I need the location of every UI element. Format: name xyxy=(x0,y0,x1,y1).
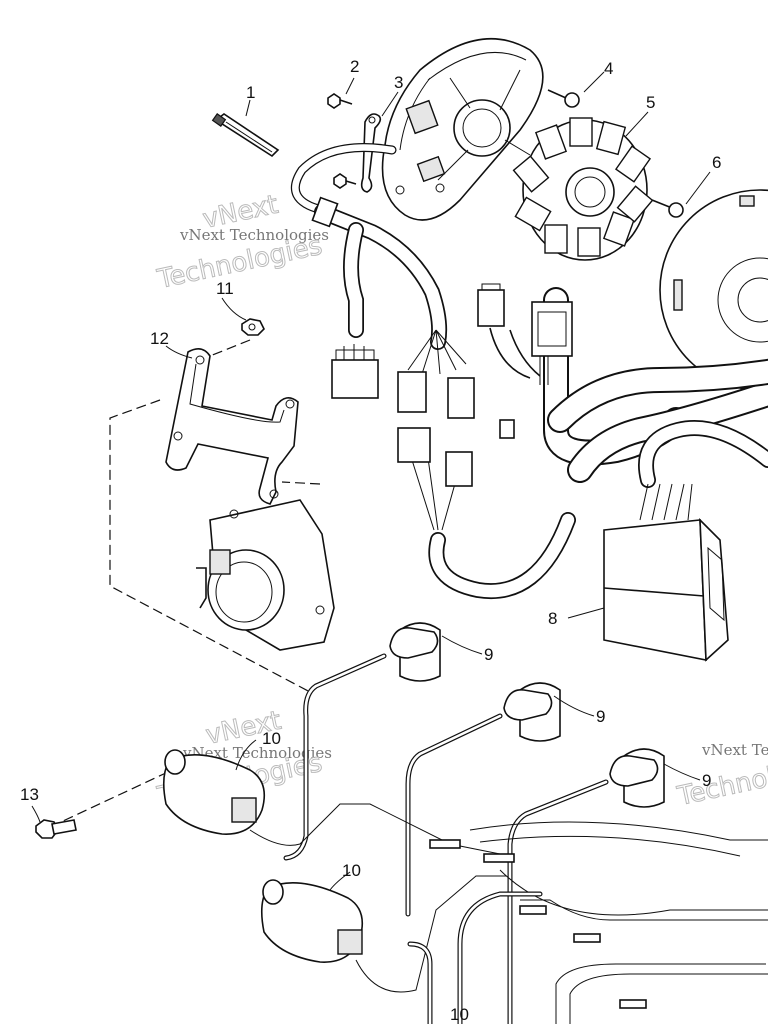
harness-connectors xyxy=(331,283,573,487)
callout-10: 10 xyxy=(262,729,281,748)
leader-lines xyxy=(31,71,711,891)
ignition-coil-2 xyxy=(260,853,515,993)
trigger-housing xyxy=(196,499,335,651)
spark-plug-cap-2 xyxy=(405,682,561,917)
callout-10: 10 xyxy=(450,1005,469,1024)
stator-plate xyxy=(381,38,544,221)
lower-wiring xyxy=(407,821,768,1024)
cable-tie xyxy=(211,113,280,158)
screw-4 xyxy=(547,89,580,108)
callout-2: 2 xyxy=(350,57,359,76)
callout-6: 6 xyxy=(712,153,721,172)
callout-9: 9 xyxy=(484,645,493,664)
flywheel xyxy=(659,189,768,391)
watermark-text: vNext Technologies xyxy=(701,741,768,759)
spark-plug-cap-1 xyxy=(283,622,441,861)
screw-small xyxy=(327,93,357,189)
callout-10: 10 xyxy=(342,861,361,880)
screw-6 xyxy=(651,199,684,218)
dashed-guides xyxy=(47,339,321,829)
ground-clip xyxy=(360,113,382,193)
callout-5: 5 xyxy=(646,93,655,112)
callout-8: 8 xyxy=(548,609,557,628)
callout-numbers: 1 2 3 4 5 6 8 9 9 9 10 10 10 11 12 13 xyxy=(20,57,721,1024)
callout-13: 13 xyxy=(20,785,39,804)
callout-4: 4 xyxy=(604,59,613,78)
wire-harness xyxy=(290,143,768,600)
voltage-regulator xyxy=(603,483,729,662)
callout-9: 9 xyxy=(702,771,711,790)
ignition-coil-1 xyxy=(162,749,501,855)
callout-12: 12 xyxy=(150,329,169,348)
bolt-13 xyxy=(35,819,77,839)
callout-3: 3 xyxy=(394,73,403,92)
callout-9: 9 xyxy=(596,707,605,726)
spark-plug-cap-3 xyxy=(507,748,665,1024)
nut xyxy=(241,318,265,336)
stator xyxy=(512,117,654,261)
mounting-bracket xyxy=(165,348,299,505)
watermark-text: vNext Technologies xyxy=(182,744,332,762)
watermark-text: vNext Technologies xyxy=(179,226,329,244)
callout-1: 1 xyxy=(246,83,255,102)
callout-11: 11 xyxy=(216,279,234,298)
